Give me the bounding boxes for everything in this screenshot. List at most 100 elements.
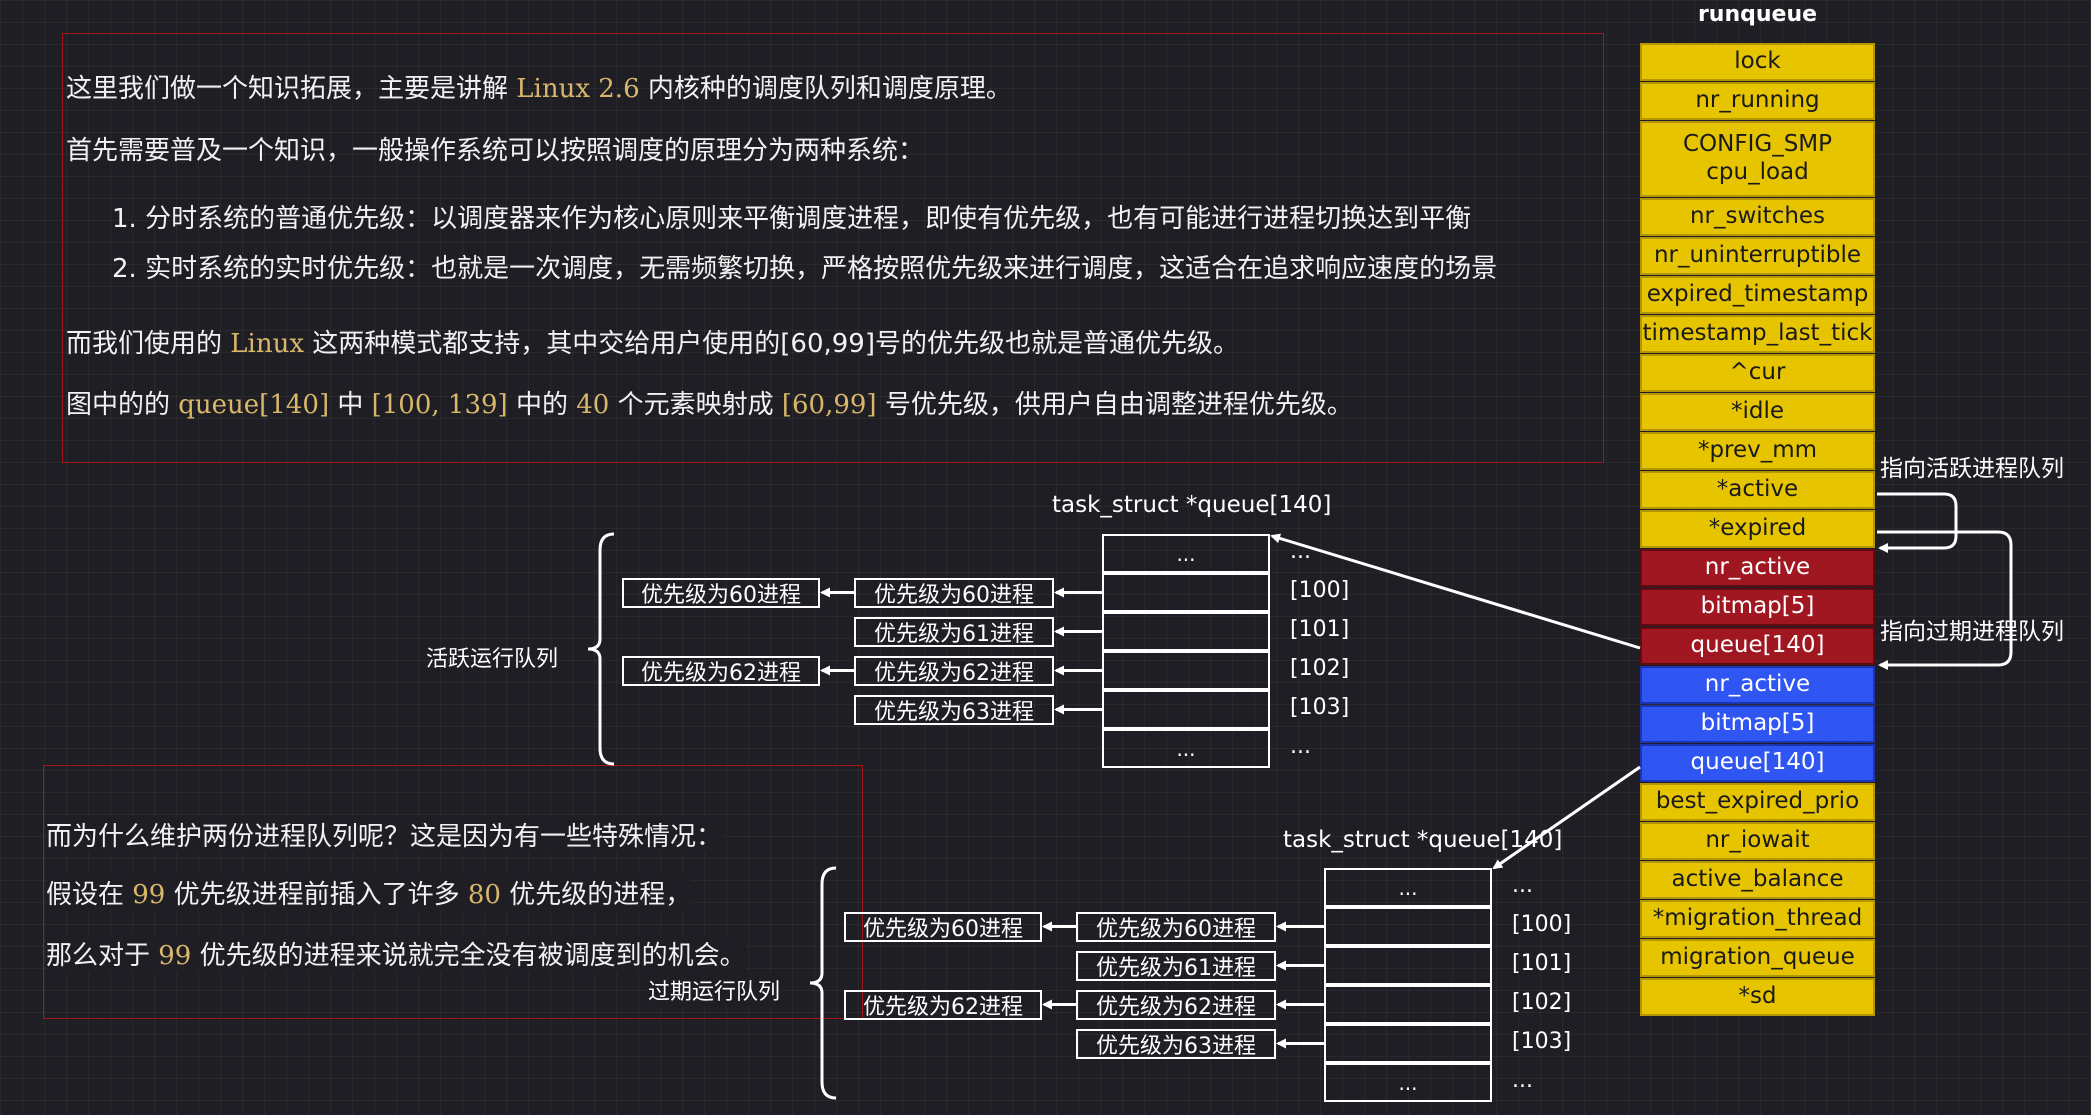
runqueue-field-15: nr_active xyxy=(1640,666,1875,704)
active-queue-pointer-arrow xyxy=(1270,533,1641,650)
expired_queue-process-node: 优先级为63进程 xyxy=(1076,1028,1276,1059)
active_queue-process-node: 优先级为62进程 xyxy=(854,655,1054,686)
why-line-2-text-b: 优先级进程前插入了许多 xyxy=(165,880,468,910)
why-line-2-code-1: 99 xyxy=(132,880,166,910)
expired-queue-group-label: 过期运行队列 xyxy=(648,974,781,1006)
intro-list-item-2: 2. 实时系统的实时优先级：也就是一次调度，无需频繁切换，严格按照优先级来进行调… xyxy=(112,254,1498,284)
intro-line-4-code-4: [60,99] xyxy=(781,390,877,420)
active_queue-group-brace xyxy=(587,532,615,766)
runqueue-field-21: *migration_thread xyxy=(1640,900,1875,938)
intro-list-item-1: 1. 分时系统的普通优先级：以调度器来作为核心原则来平衡调度进程，即使有优先级，… xyxy=(112,204,1472,234)
expired-queue-pointer-arrow xyxy=(1492,765,1641,870)
runqueue-field-8: *idle xyxy=(1640,393,1875,431)
why-line-2-code-2: 80 xyxy=(467,880,501,910)
active_queue-slot xyxy=(1102,612,1270,651)
why-line-3: 那么对于 99 优先级的进程来说就完全没有被调度到的机会。 xyxy=(46,935,746,972)
why-box xyxy=(43,765,863,1019)
active-queue-group-label: 活跃运行队列 xyxy=(426,647,559,672)
intro-line-4-text-b: 中 xyxy=(329,390,372,420)
expired_queue-index-label: [100] xyxy=(1512,912,1572,937)
runqueue-title: runqueue xyxy=(1697,2,1818,27)
active_queue-slot xyxy=(1102,573,1270,612)
why-line-3-code: 99 xyxy=(158,941,192,971)
expired_queue-slot: ... xyxy=(1324,1063,1492,1102)
runqueue-field-4: nr_uninterruptible xyxy=(1640,237,1875,275)
active_queue-process-node: 优先级为61进程 xyxy=(854,616,1054,647)
expired_queue-process-node: 优先级为60进程 xyxy=(844,911,1042,942)
active_queue-process-node: 优先级为62进程 xyxy=(622,655,820,686)
active-self-pointer-arrow xyxy=(1877,492,1958,553)
active-pointer-label: 指向活跃进程队列 xyxy=(1880,456,2064,482)
runqueue-field-10: *active xyxy=(1640,471,1875,509)
intro-line-3: 而我们使用的 Linux 这两种模式都支持，其中交给用户使用的[60,99]号的… xyxy=(66,323,1239,360)
intro-line-2: 首先需要普及一个知识，一般操作系统可以按照调度的原理分为两种系统： xyxy=(66,136,925,166)
intro-line-3-text-a: 而我们使用的 xyxy=(66,329,231,359)
active_queue-index-label: [102] xyxy=(1290,656,1350,681)
expired_queue-process-node: 优先级为62进程 xyxy=(1076,989,1276,1020)
expired-pointer-label: 指向过期进程队列 xyxy=(1880,619,2064,645)
expired_queue-index-label: [102] xyxy=(1512,990,1572,1015)
runqueue-field-22: migration_queue xyxy=(1640,939,1875,977)
runqueue-field-17: queue[140] xyxy=(1640,744,1875,782)
runqueue-field-23: *sd xyxy=(1640,978,1875,1016)
intro-line-4-code-2: [100, 139] xyxy=(371,390,508,420)
intro-line-4-code-1: queue[140] xyxy=(178,390,330,420)
runqueue-field-11: *expired xyxy=(1640,510,1875,548)
active_queue-index-label: ... xyxy=(1290,734,1311,759)
runqueue-field-1: nr_running xyxy=(1640,82,1875,120)
active-queue-title: task_struct *queue[140] xyxy=(1052,492,1332,518)
intro-line-1-text-a: 这里我们做一个知识拓展，主要是讲解 xyxy=(66,74,517,104)
runqueue-field-14: queue[140] xyxy=(1640,627,1875,665)
active_queue-process-node: 优先级为63进程 xyxy=(854,694,1054,725)
intro-line-1: 这里我们做一个知识拓展，主要是讲解 Linux 2.6 内核种的调度队列和调度原… xyxy=(66,68,1012,105)
runqueue-field-2: CONFIG_SMP cpu_load xyxy=(1640,121,1875,197)
active_queue-process-node: 优先级为60进程 xyxy=(622,577,820,608)
runqueue-field-16: bitmap[5] xyxy=(1640,705,1875,743)
runqueue-field-3: nr_switches xyxy=(1640,198,1875,236)
runqueue-field-9: *prev_mm xyxy=(1640,432,1875,470)
intro-line-4-text-d: 个元素映射成 xyxy=(609,390,782,420)
why-line-2-text-c: 优先级的进程， xyxy=(500,880,692,910)
runqueue-field-20: active_balance xyxy=(1640,861,1875,899)
intro-line-1-text-b: 内核种的调度队列和调度原理。 xyxy=(639,74,1012,104)
runqueue-field-13: bitmap[5] xyxy=(1640,588,1875,626)
expired_queue-slot xyxy=(1324,946,1492,985)
runqueue-field-7: ^cur xyxy=(1640,354,1875,392)
intro-line-3-text-b: 这两种模式都支持，其中交给用户使用的[60,99]号的优先级也就是普通优先级。 xyxy=(304,329,1239,359)
intro-box xyxy=(62,33,1604,463)
runqueue-field-6: timestamp_last_tick xyxy=(1640,315,1875,353)
why-line-3-text-b: 优先级的进程来说就完全没有被调度到的机会。 xyxy=(191,941,746,971)
intro-line-4-text-a: 图中的的 xyxy=(66,390,179,420)
expired_queue-process-node: 优先级为62进程 xyxy=(844,989,1042,1020)
active_queue-index-label: [103] xyxy=(1290,695,1350,720)
expired_queue-index-label: ... xyxy=(1512,873,1533,898)
active_queue-slot xyxy=(1102,690,1270,729)
expired_queue-slot xyxy=(1324,985,1492,1024)
intro-line-3-code: Linux xyxy=(230,329,304,359)
expired_queue-group-brace xyxy=(809,866,837,1100)
expired_queue-index-label: [103] xyxy=(1512,1029,1572,1054)
expired_queue-process-node: 优先级为60进程 xyxy=(1076,911,1276,942)
why-line-2-text-a: 假设在 xyxy=(46,880,133,910)
active_queue-process-node: 优先级为60进程 xyxy=(854,577,1054,608)
active_queue-slot xyxy=(1102,651,1270,690)
active_queue-slot: ... xyxy=(1102,729,1270,768)
expired_queue-index-label: ... xyxy=(1512,1068,1533,1093)
expired_queue-slot xyxy=(1324,907,1492,946)
runqueue-field-12: nr_active xyxy=(1640,549,1875,587)
expired_queue-slot: ... xyxy=(1324,868,1492,907)
active_queue-slot: ... xyxy=(1102,534,1270,573)
runqueue-field-0: lock xyxy=(1640,43,1875,81)
expired_queue-slot xyxy=(1324,1024,1492,1063)
why-line-3-text-a: 那么对于 xyxy=(46,941,159,971)
active_queue-index-label: [100] xyxy=(1290,578,1350,603)
runqueue-field-19: nr_iowait xyxy=(1640,822,1875,860)
runqueue-field-5: expired_timestamp xyxy=(1640,276,1875,314)
intro-line-4-text-e: 号优先级，供用户自由调整进程优先级。 xyxy=(876,390,1353,420)
why-line-2: 假设在 99 优先级进程前插入了许多 80 优先级的进程， xyxy=(46,874,692,911)
expired_queue-index-label: [101] xyxy=(1512,951,1572,976)
why-line-1: 而为什么维护两份进程队列呢？这是因为有一些特殊情况： xyxy=(46,816,723,853)
expired-self-pointer-arrow xyxy=(1877,530,2013,670)
active_queue-index-label: [101] xyxy=(1290,617,1350,642)
